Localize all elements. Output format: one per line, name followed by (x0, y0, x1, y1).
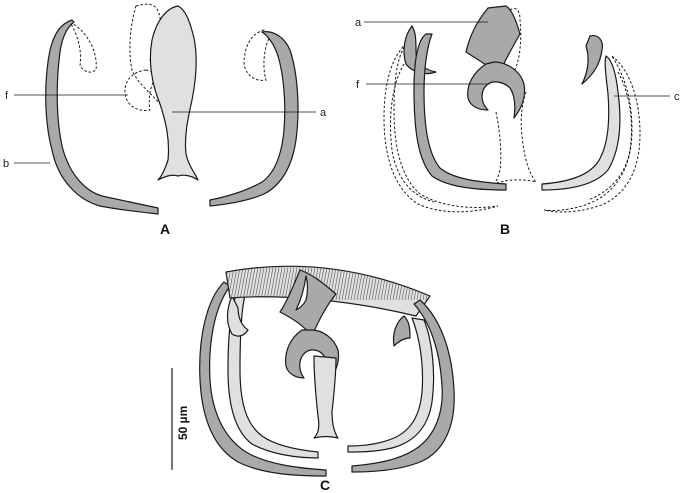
panel-a-dashed-left-hook (68, 20, 97, 73)
hatch-line (281, 266, 290, 301)
panel-b-crescent (467, 61, 526, 119)
hatch-line (278, 266, 287, 301)
panel-c-anchor-highlight (295, 275, 309, 311)
panel-c-small-barb-left (226, 295, 249, 337)
hatch-line (251, 266, 260, 301)
panel-b-dashed-anchor-tip (509, 7, 522, 73)
panel-a-label-a: a (320, 107, 327, 119)
panel-a: f b a A (3, 3, 327, 237)
panel-a-ventral-bar (149, 5, 199, 181)
hatch-line (245, 266, 254, 301)
panel-b-dashed-outline-right (543, 55, 641, 213)
panel-a-label-b: b (3, 158, 9, 170)
panel-c-inner-hook-right (347, 317, 435, 453)
panel-b-marginal-hook-left (413, 33, 507, 191)
panel-b-dashed-outline-right-inner (587, 71, 632, 201)
hatch-line (257, 266, 266, 301)
panel-a-marginal-hook-right (209, 31, 299, 207)
hatch-line (272, 266, 281, 301)
panel-b-title: B (500, 221, 510, 237)
panel-b-small-hook-right (581, 35, 603, 85)
panel-b-small-hook-left (403, 25, 437, 75)
hatch-line (284, 266, 293, 301)
hatch-line (248, 266, 257, 301)
hatch-line (266, 266, 275, 301)
panel-a-dashed-f-lobe (124, 69, 159, 111)
panel-a-marginal-hook-left (45, 19, 159, 215)
panel-c-outer-hook-right (351, 299, 455, 473)
panel-a-label-f: f (5, 90, 9, 102)
panel-b-dashed-outline-left (383, 39, 499, 213)
hatch-line (269, 266, 278, 301)
panel-c: 50 µm C (171, 265, 455, 493)
hatch-line (254, 266, 263, 301)
hatch-line (428, 266, 430, 301)
hatch-line (260, 266, 269, 301)
panel-c-crescent (285, 329, 340, 383)
panel-a-dashed-right-hook (243, 29, 271, 81)
panel-c-outer-hook-left (199, 281, 327, 477)
hatch-line (275, 266, 284, 301)
hatch-line (263, 266, 272, 301)
panel-b-label-f: f (356, 79, 360, 91)
panel-b-label-c: c (674, 91, 680, 103)
scale-bar-label: 50 µm (176, 406, 190, 440)
panel-b-label-a: a (355, 17, 362, 29)
panel-c-title: C (320, 477, 330, 493)
panel-a-title: A (160, 221, 170, 237)
panel-c-central-shaft (313, 355, 339, 439)
panel-b-dashed-outline-inner (390, 63, 435, 203)
panel-b-marginal-hook-right (541, 55, 621, 191)
panel-c-small-barb-right (392, 315, 411, 347)
panel-b: a f c B (355, 5, 680, 237)
